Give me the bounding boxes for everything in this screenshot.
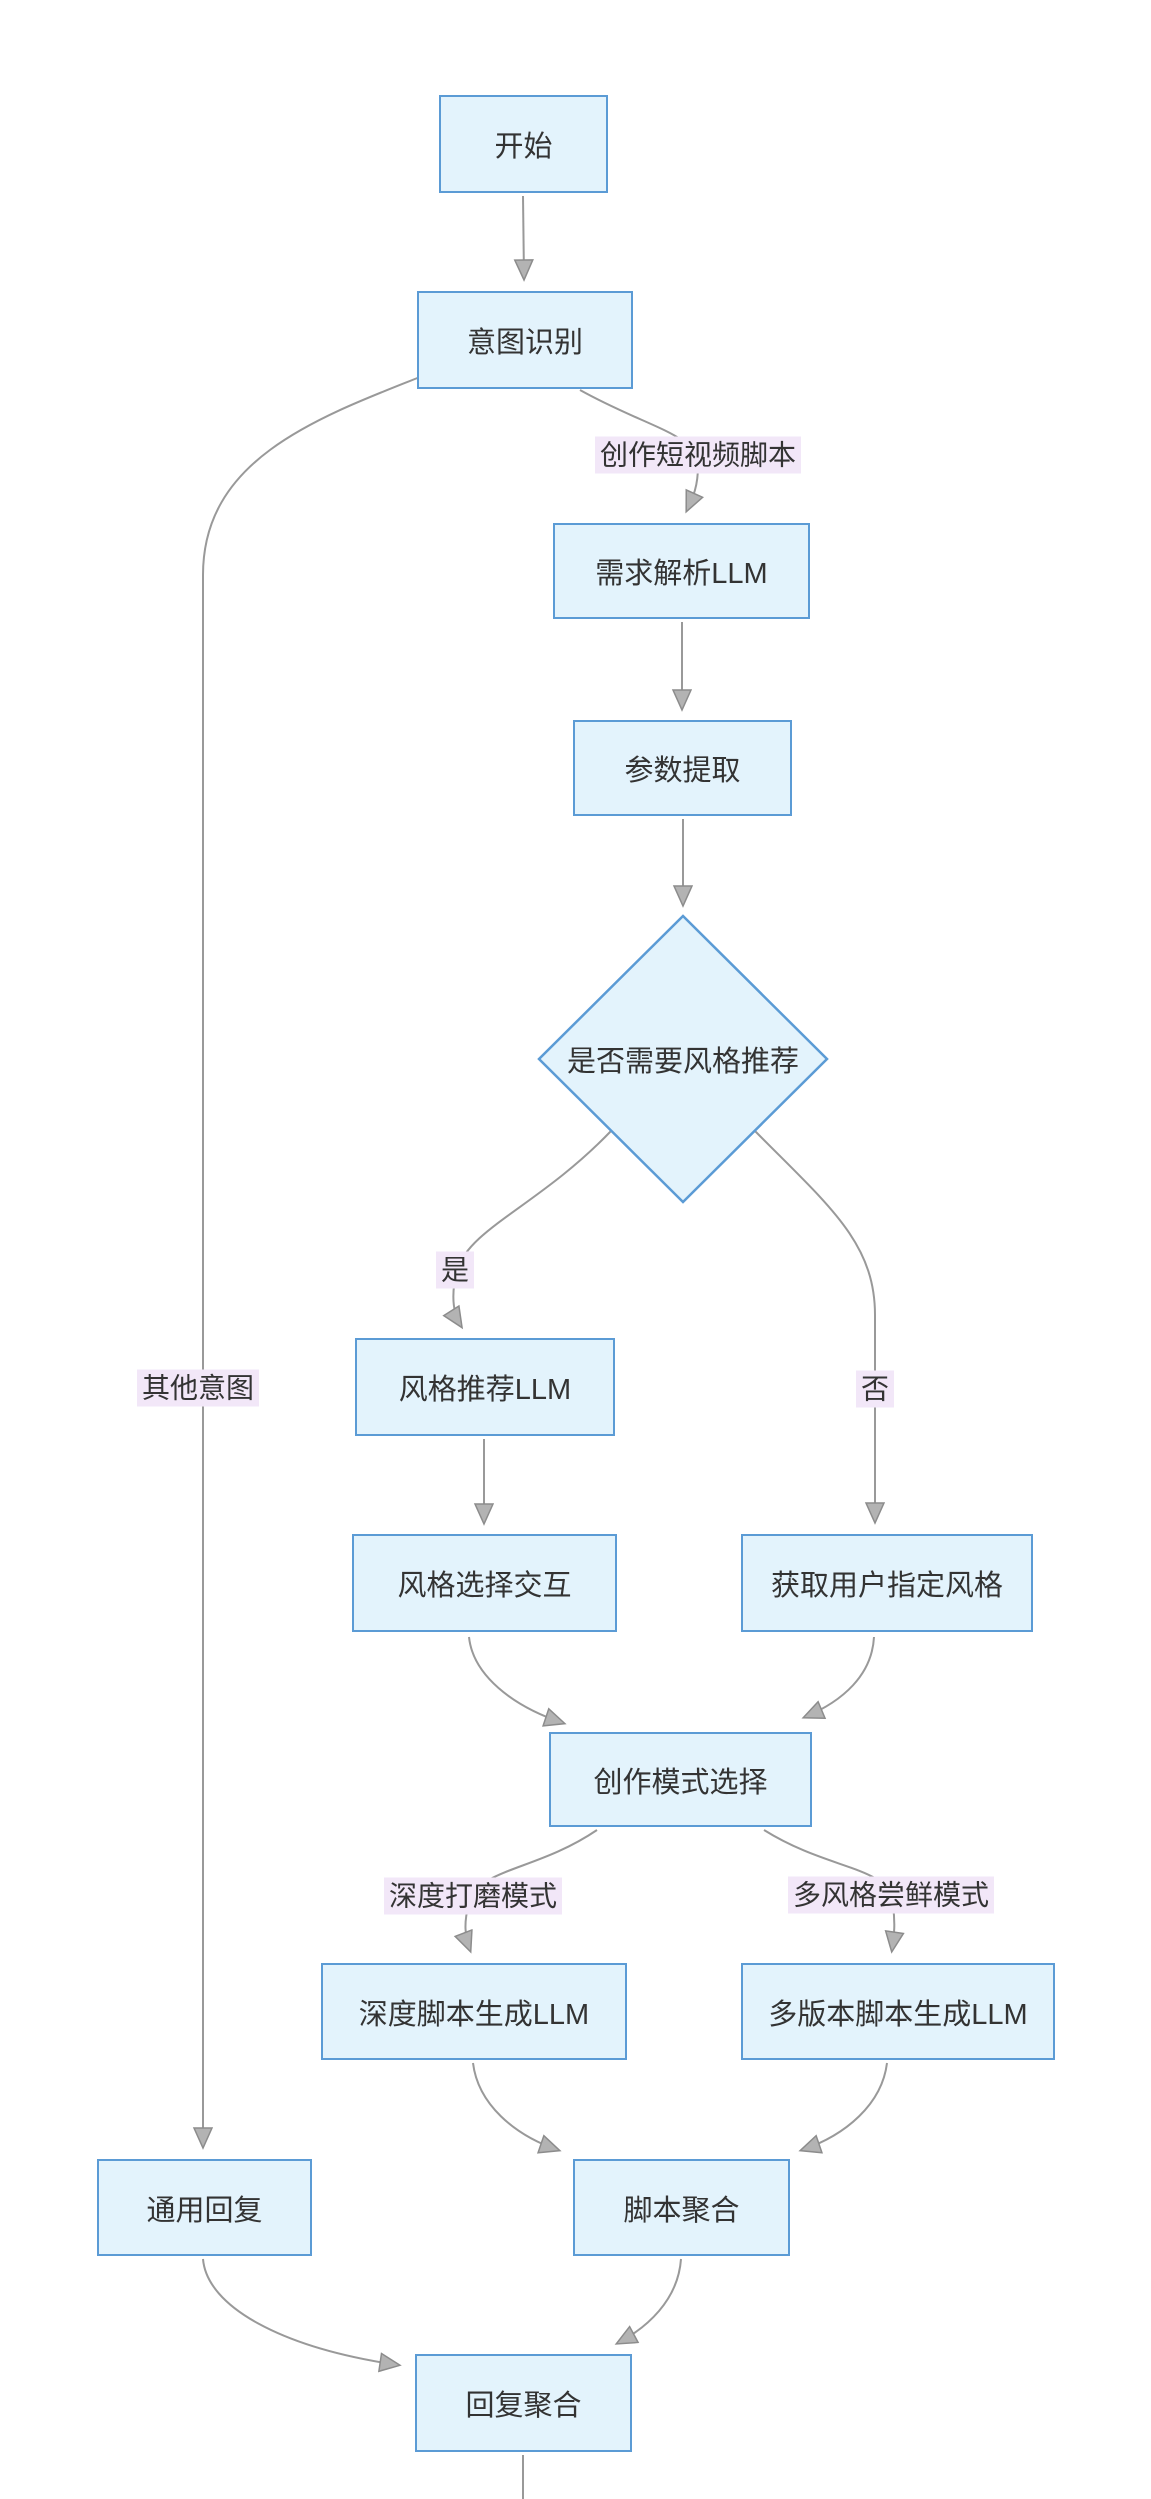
node-intent-recognition: 意图识别 xyxy=(417,291,633,389)
node-script-aggregation: 脚本聚合 xyxy=(573,2159,790,2256)
decision-diamond-shape xyxy=(537,914,829,1204)
edge-decision-no-to-user-style xyxy=(754,1130,875,1521)
edge-label-other-intent: 其他意图 xyxy=(136,1369,260,1407)
node-multi-version-script-generation-llm: 多版本脚本生成LLM xyxy=(741,1963,1055,2060)
edge-intent-to-generic-reply xyxy=(203,376,421,2146)
edge-label-create-short-video-script: 创作短视频脚本 xyxy=(594,436,802,474)
edge-label-no: 否 xyxy=(855,1370,895,1408)
node-deep-script-generation-llm: 深度脚本生成LLM xyxy=(321,1963,627,2060)
node-parameter-extraction: 参数提取 xyxy=(573,720,792,816)
node-reply-aggregation: 回复聚合 xyxy=(415,2354,632,2452)
node-style-recommendation-decision: 是否需要风格推荐 xyxy=(566,1046,799,1078)
edge-script-agg-to-reply-agg xyxy=(618,2258,682,2343)
node-get-user-specified-style: 获取用户指定风格 xyxy=(741,1534,1033,1632)
edge-deep-gen-to-script-agg xyxy=(472,2062,558,2150)
edge-user-style-to-mode-select xyxy=(805,1636,875,1717)
node-style-recommend-llm: 风格推荐LLM xyxy=(355,1338,615,1436)
edge-label-deep-polish-mode: 深度打磨模式 xyxy=(383,1877,563,1915)
node-requirement-parse-llm: 需求解析LLM xyxy=(553,523,810,619)
edge-decision-yes-to-style-rec xyxy=(453,1130,612,1326)
node-style-selection-interaction: 风格选择交互 xyxy=(352,1534,617,1632)
node-creation-mode-selection: 创作模式选择 xyxy=(549,1732,812,1827)
edge-generic-reply-to-reply-agg xyxy=(202,2258,398,2365)
node-start: 开始 xyxy=(439,95,608,193)
node-generic-reply: 通用回复 xyxy=(97,2159,312,2256)
edge-start-to-intent xyxy=(523,195,524,278)
edge-label-yes: 是 xyxy=(435,1251,475,1289)
edge-label-multi-style-trial-mode: 多风格尝鲜模式 xyxy=(787,1876,995,1914)
edge-multi-gen-to-script-agg xyxy=(802,2062,888,2150)
edge-style-choose-to-mode-select xyxy=(468,1636,563,1723)
